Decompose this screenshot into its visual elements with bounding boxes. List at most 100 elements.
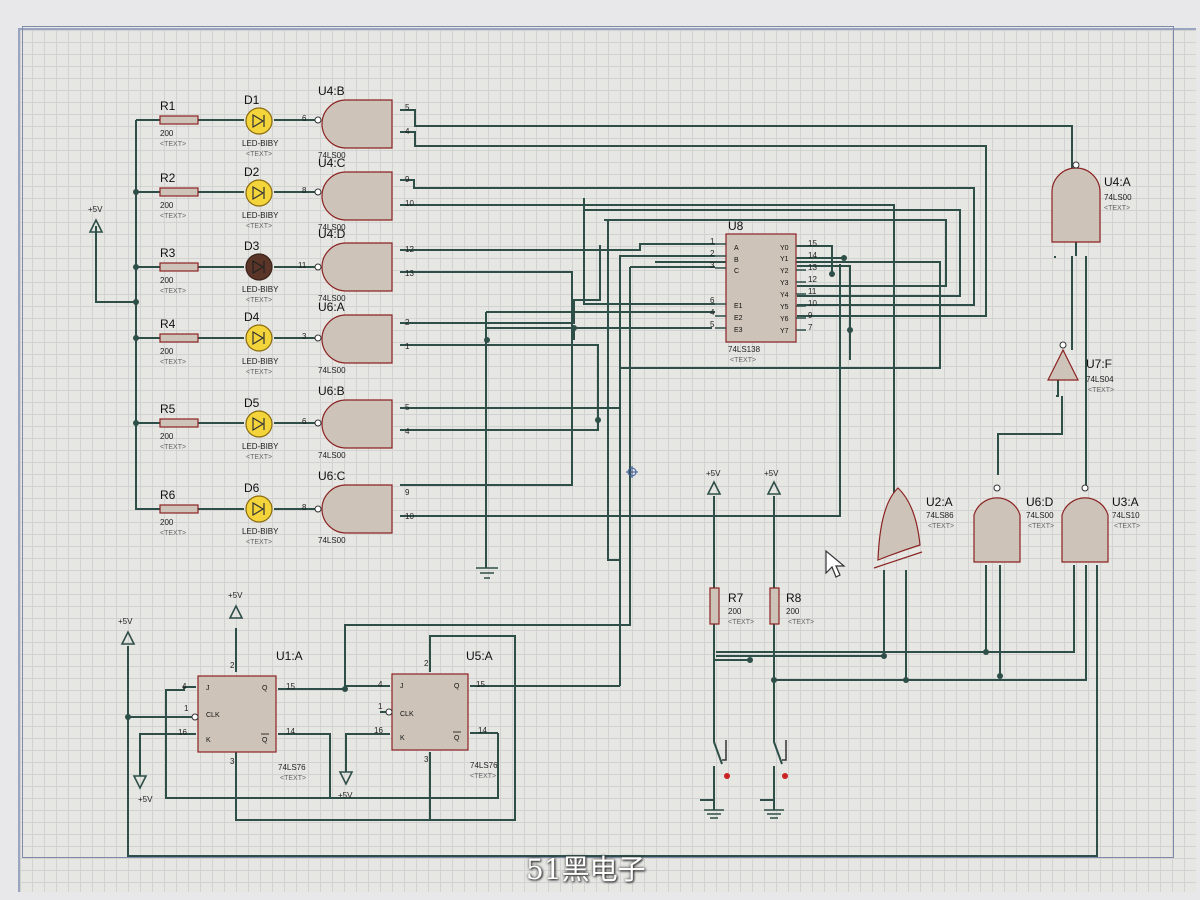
svg-text:200: 200 bbox=[160, 276, 174, 285]
resistor-r8[interactable]: R8 200 <TEXT> bbox=[769, 587, 814, 626]
svg-text:D5: D5 bbox=[244, 396, 260, 410]
led-d2[interactable]: D2 LED-BIBY <TEXT> bbox=[242, 165, 279, 230]
svg-text:<TEXT>: <TEXT> bbox=[160, 288, 186, 295]
resistor-r3[interactable]: R3 200 <TEXT> bbox=[159, 246, 199, 295]
ground-symbol bbox=[476, 567, 784, 819]
svg-text:<TEXT>: <TEXT> bbox=[246, 223, 272, 230]
nand-u4b[interactable]: U4:B 74LS00 6 5 4 bbox=[302, 84, 410, 160]
push-switch-2[interactable] bbox=[773, 730, 788, 782]
svg-text:200: 200 bbox=[160, 347, 174, 356]
svg-text:74LS86: 74LS86 bbox=[926, 511, 954, 520]
nand-u4a[interactable]: U4:A 74LS00 <TEXT> bbox=[1051, 161, 1132, 243]
svg-text:D2: D2 bbox=[244, 165, 260, 179]
svg-text:12: 12 bbox=[405, 245, 414, 254]
svg-text:1: 1 bbox=[710, 237, 715, 246]
svg-text:5: 5 bbox=[405, 403, 410, 412]
svg-text:<TEXT>: <TEXT> bbox=[280, 775, 306, 782]
svg-text:<TEXT>: <TEXT> bbox=[246, 539, 272, 546]
svg-text:R6: R6 bbox=[160, 488, 176, 502]
nand-u3a[interactable]: U3:A 74LS10 <TEXT> bbox=[1061, 484, 1140, 563]
svg-text:4: 4 bbox=[710, 308, 715, 317]
svg-text:U1:A: U1:A bbox=[276, 649, 303, 663]
svg-text:E2: E2 bbox=[734, 315, 743, 322]
wires bbox=[95, 109, 1098, 857]
svg-text:+5V: +5V bbox=[88, 205, 103, 214]
svg-text:LED-BIBY: LED-BIBY bbox=[242, 139, 279, 148]
svg-text:<TEXT>: <TEXT> bbox=[1028, 523, 1054, 530]
jk-flipflop-u5a[interactable]: U5:A 74LS76 <TEXT> J CLK K Q Q 4 1 16 15… bbox=[374, 649, 498, 780]
svg-text:U8: U8 bbox=[728, 219, 744, 233]
svg-text:+5V: +5V bbox=[228, 591, 243, 600]
svg-text:LED-BIBY: LED-BIBY bbox=[242, 211, 279, 220]
nand-u4d[interactable]: U4:D 74LS00 11 12 13 bbox=[298, 227, 414, 303]
led-d1[interactable]: D1 LED-BIBY <TEXT> bbox=[242, 93, 279, 158]
svg-text:74LS00: 74LS00 bbox=[318, 536, 346, 545]
svg-text:+5V: +5V bbox=[118, 617, 133, 626]
svg-text:4: 4 bbox=[378, 680, 383, 689]
svg-text:U6:A: U6:A bbox=[318, 300, 345, 314]
led-d3[interactable]: D3 LED-BIBY <TEXT> bbox=[242, 239, 279, 304]
svg-text:200: 200 bbox=[786, 607, 800, 616]
svg-text:16: 16 bbox=[178, 728, 187, 737]
crosshair-marker bbox=[626, 466, 638, 478]
svg-text:14: 14 bbox=[478, 726, 487, 735]
svg-text:Y3: Y3 bbox=[780, 280, 789, 287]
resistor-r7[interactable]: R7 200 <TEXT> bbox=[709, 587, 754, 626]
svg-text:<TEXT>: <TEXT> bbox=[1104, 205, 1130, 212]
sheet-border bbox=[22, 26, 1174, 858]
svg-text:<TEXT>: <TEXT> bbox=[246, 151, 272, 158]
vcc-ff1-k: +5V bbox=[132, 775, 153, 804]
svg-text:74LS00: 74LS00 bbox=[318, 223, 346, 232]
svg-text:<TEXT>: <TEXT> bbox=[160, 141, 186, 148]
led-d4[interactable]: D4 LED-BIBY <TEXT> bbox=[242, 310, 279, 376]
svg-text:2: 2 bbox=[424, 659, 429, 668]
svg-text:R8: R8 bbox=[786, 591, 802, 605]
nand-u6d[interactable]: U6:D 74LS00 <TEXT> bbox=[973, 484, 1054, 563]
svg-text:6: 6 bbox=[302, 417, 307, 426]
nand-u4c[interactable]: U4:C 74LS00 8 9 10 bbox=[302, 156, 414, 232]
resistor-r2[interactable]: R2 200 <TEXT> bbox=[159, 171, 199, 220]
resistor-r4[interactable]: R4 200 <TEXT> bbox=[159, 317, 199, 366]
svg-text:LED-BIBY: LED-BIBY bbox=[242, 357, 279, 366]
svg-text:U6:D: U6:D bbox=[1026, 495, 1054, 509]
svg-text:+5V: +5V bbox=[764, 469, 779, 478]
resistor-r5[interactable]: R5 200 <TEXT> bbox=[159, 402, 199, 451]
xor-u2a[interactable]: U2:A 74LS86 <TEXT> bbox=[873, 487, 954, 569]
svg-text:3: 3 bbox=[302, 332, 307, 341]
push-switch-1[interactable] bbox=[713, 730, 730, 782]
resistor-r6[interactable]: R6 200 <TEXT> bbox=[159, 488, 199, 537]
resistor-r1[interactable]: R1 200 <TEXT> bbox=[159, 99, 199, 148]
svg-text:5: 5 bbox=[405, 103, 410, 112]
nand-u6c[interactable]: U6:C 74LS00 8 9 10 bbox=[302, 469, 414, 545]
nand-u6b[interactable]: U6:B 74LS00 6 5 4 bbox=[302, 384, 410, 460]
svg-text:12: 12 bbox=[808, 275, 817, 284]
svg-text:U4:A: U4:A bbox=[1104, 175, 1131, 189]
svg-text:E1: E1 bbox=[734, 303, 743, 310]
led-d6[interactable]: D6 LED-BIBY <TEXT> bbox=[242, 481, 279, 546]
nand-u6a[interactable]: U6:A 74LS00 3 2 1 bbox=[302, 300, 410, 375]
svg-text:D3: D3 bbox=[244, 239, 260, 253]
svg-text:<TEXT>: <TEXT> bbox=[470, 773, 496, 780]
decoder-u8[interactable]: U8 74LS138 <TEXT> A B C E1 E2 E3 1 2 3 6… bbox=[710, 219, 817, 364]
led-d5[interactable]: D5 LED-BIBY <TEXT> bbox=[242, 396, 279, 461]
svg-text:U2:A: U2:A bbox=[926, 495, 953, 509]
svg-text:15: 15 bbox=[476, 680, 485, 689]
vcc-ff-left: +5V bbox=[118, 617, 136, 645]
vcc-r8: +5V bbox=[764, 469, 782, 495]
svg-text:200: 200 bbox=[728, 607, 742, 616]
svg-text:Q: Q bbox=[454, 735, 460, 742]
svg-text:11: 11 bbox=[808, 287, 817, 296]
jk-flipflop-u1a[interactable]: U1:A 74LS76 <TEXT> J CLK K Q Q 4 1 16 15… bbox=[178, 649, 306, 782]
svg-text:1: 1 bbox=[378, 702, 383, 711]
inverter-u7f[interactable]: U7:F 74LS04 <TEXT> bbox=[1047, 341, 1114, 394]
svg-text:200: 200 bbox=[160, 432, 174, 441]
svg-text:74LS00: 74LS00 bbox=[1026, 511, 1054, 520]
svg-text:LED-BIBY: LED-BIBY bbox=[242, 527, 279, 536]
svg-text:74LS00: 74LS00 bbox=[318, 294, 346, 303]
svg-text:<TEXT>: <TEXT> bbox=[728, 619, 754, 626]
svg-text:6: 6 bbox=[710, 296, 715, 305]
svg-text:<TEXT>: <TEXT> bbox=[160, 359, 186, 366]
svg-text:+5V: +5V bbox=[338, 791, 353, 800]
mouse-cursor-icon bbox=[825, 549, 846, 578]
svg-text:74LS00: 74LS00 bbox=[318, 451, 346, 460]
